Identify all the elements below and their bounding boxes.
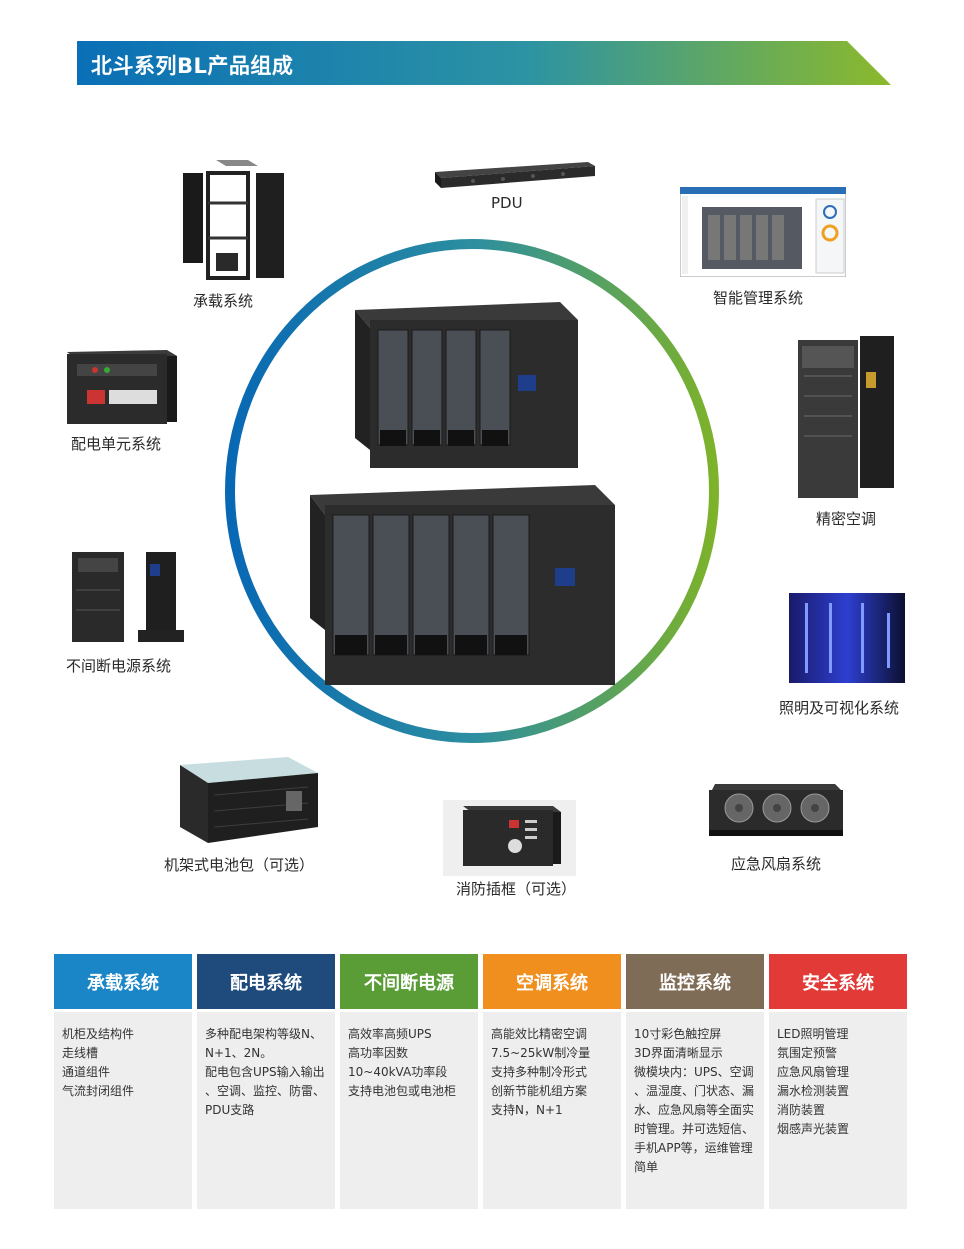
micro-module-image [310,302,615,685]
lighting-image [789,593,905,683]
column-ups: 不间断电源 高效率高频UPS 高功率因数 10~40kVA功率段 支持电池包或电… [340,954,478,1209]
column-title: 不间断电源 [340,954,478,1009]
column-line: 支持多种制冷形式 [491,1065,588,1079]
micro-module-upper [355,302,578,468]
fire-image [443,800,576,876]
column-line: 、温湿度、门状态、漏 [634,1084,755,1098]
banner-shape [77,41,891,85]
fan-label: 应急风扇系统 [731,855,822,873]
column-line: 气流封闭组件 [62,1084,135,1098]
pdu-image [435,162,595,188]
column-line: 水、应急风扇等全面实 [634,1103,755,1117]
column-title: 安全系统 [769,954,907,1009]
column-line: 10寸彩色触控屏 [634,1027,722,1041]
column-ac: 空调系统 高能效比精密空调 7.5~25kW制冷量 支持多种制冷形式 创新节能机… [483,954,621,1209]
column-line: 支持电池包或电池柜 [348,1084,457,1098]
battery-label: 机架式电池包（可选） [164,856,315,874]
system-ring [225,239,719,743]
column-body: 高效率高频UPS 高功率因数 10~40kVA功率段 支持电池包或电池柜 [340,1012,478,1209]
column-line: LED照明管理 [777,1027,849,1041]
column-line: 漏水检测装置 [777,1084,850,1098]
power-dist-image [67,350,177,424]
column-body: LED照明管理 氛围定预警 应急风扇管理 漏水检测装置 消防装置 烟感声光装置 [769,1012,907,1209]
column-line: N+1、2N。 [205,1046,273,1060]
feature-columns: 承载系统 机柜及结构件 走线槽 通道组件 气流封闭组件 配电系统 多种配电架构等… [54,954,907,1209]
rack-image [183,160,284,280]
column-power-dist: 配电系统 多种配电架构等级N、 N+1、2N。 配电包含UPS输入输出 、空调、… [197,954,335,1209]
column-line: 7.5~25kW制冷量 [491,1046,591,1060]
column-title: 承载系统 [54,954,192,1009]
column-line: 10~40kVA功率段 [348,1065,448,1079]
column-body: 机柜及结构件 走线槽 通道组件 气流封闭组件 [54,1012,192,1209]
column-line: 应急风扇管理 [777,1065,850,1079]
ac-label: 精密空调 [816,510,877,528]
lighting-label: 照明及可视化系统 [779,699,900,717]
column-line: 时管理。并可选短信、 [634,1122,755,1136]
column-line: 高效率高频UPS [348,1027,432,1041]
ups-label: 不间断电源系统 [66,657,172,675]
column-carrying: 承载系统 机柜及结构件 走线槽 通道组件 气流封闭组件 [54,954,192,1209]
column-line: 烟感声光装置 [777,1122,850,1136]
column-line: 高能效比精密空调 [491,1027,588,1041]
column-line: 支持N，N+1 [491,1103,563,1117]
column-body: 高能效比精密空调 7.5~25kW制冷量 支持多种制冷形式 创新节能机组方案 支… [483,1012,621,1209]
column-line: 通道组件 [62,1065,111,1079]
battery-image [180,757,318,843]
column-line: 机柜及结构件 [62,1027,135,1041]
ac-image [798,336,894,498]
column-line: 多种配电架构等级N、 [205,1027,322,1041]
column-title: 配电系统 [197,954,335,1009]
column-line: PDU支路 [205,1103,255,1117]
column-line: 简单 [634,1160,659,1174]
column-body: 10寸彩色触控屏 3D界面清晰显示 微模块内：UPS、空调 、温湿度、门状态、漏… [626,1012,764,1209]
rack-label: 承载系统 [193,292,254,310]
column-security: 安全系统 LED照明管理 氛围定预警 应急风扇管理 漏水检测装置 消防装置 烟感… [769,954,907,1209]
column-line: 走线槽 [62,1046,99,1060]
ups-image [72,552,184,642]
column-title: 监控系统 [626,954,764,1009]
mgmt-label: 智能管理系统 [713,289,804,307]
column-line: 创新节能机组方案 [491,1084,588,1098]
column-line: 、空调、监控、防雷、 [205,1084,326,1098]
column-line: 配电包含UPS输入输出 [205,1065,325,1079]
fan-image [709,784,843,836]
title-banner: 北斗系列BL产品组成 [77,41,891,85]
column-line: 高功率因数 [348,1046,409,1060]
power-dist-label: 配电单元系统 [71,435,162,453]
column-monitoring: 监控系统 10寸彩色触控屏 3D界面清晰显示 微模块内：UPS、空调 、温湿度、… [626,954,764,1209]
column-line: 手机APP等，运维管理 [634,1141,753,1155]
column-line: 3D界面清晰显示 [634,1046,723,1060]
mgmt-screen-image [680,187,846,277]
column-line: 氛围定预警 [777,1046,838,1060]
pdu-label: PDU [491,194,523,212]
micro-module-lower [310,485,615,685]
fire-label: 消防插框（可选） [456,880,577,898]
column-line: 消防装置 [777,1103,826,1117]
column-title: 空调系统 [483,954,621,1009]
page-title: 北斗系列BL产品组成 [91,54,294,78]
column-line: 微模块内：UPS、空调 [634,1065,754,1079]
column-body: 多种配电架构等级N、 N+1、2N。 配电包含UPS输入输出 、空调、监控、防雷… [197,1012,335,1209]
